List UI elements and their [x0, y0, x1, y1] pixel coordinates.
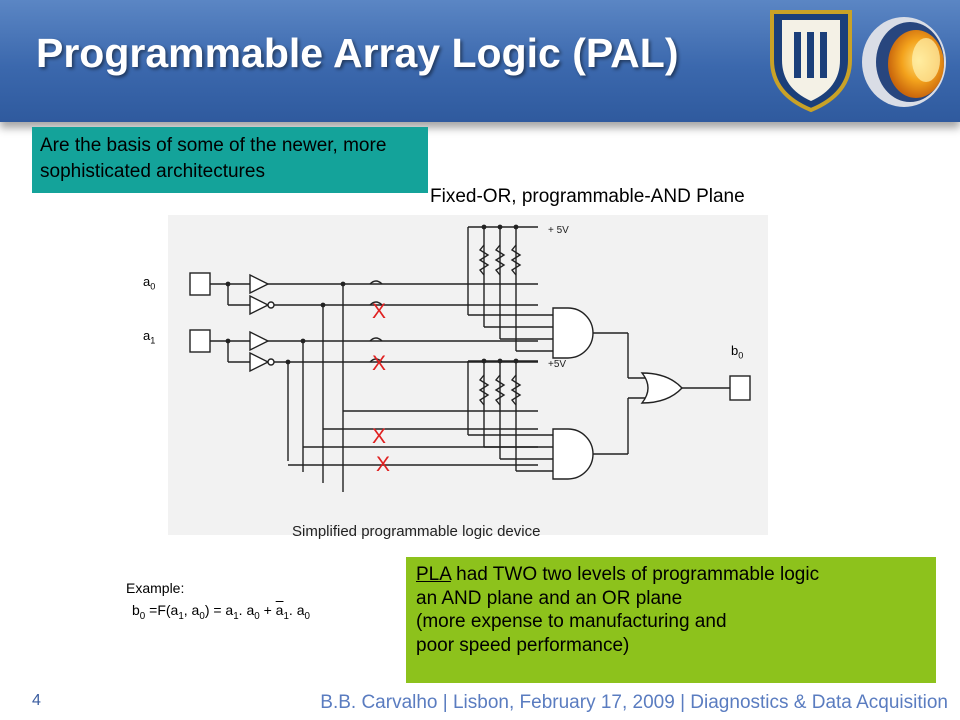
- pla-line-3: (more expense to manufacturing and: [416, 611, 727, 632]
- pla-word: PLA: [416, 564, 451, 585]
- pla-line-4: poor speed performance): [416, 634, 630, 656]
- pla-line-2: an AND plane and an OR plane: [416, 587, 683, 609]
- title-bar: Programmable Array Logic (PAL): [0, 0, 960, 122]
- footer-text: B.B. Carvalho | Lisbon, February 17, 200…: [320, 692, 948, 713]
- example-box: Example: b0 =F(a1, a0) = a1. a0 + a1. a0: [126, 577, 310, 628]
- slide-title: Programmable Array Logic (PAL): [36, 30, 679, 76]
- supply-bottom-label: +5V: [548, 359, 566, 370]
- example-label: Example:: [126, 580, 185, 596]
- input-label-a1: a1: [143, 328, 156, 346]
- output-label-b0: b0: [731, 343, 744, 361]
- input-label-a0: a0: [143, 274, 156, 292]
- diagram-caption: Fixed-OR, programmable-AND Plane: [430, 186, 745, 207]
- ist-logo-icon: [770, 10, 852, 113]
- teal-note-box: Are the basis of some of the newer, more…: [32, 127, 428, 193]
- fuse-mark: X: [372, 425, 386, 448]
- fuse-mark: X: [372, 300, 386, 323]
- pla-note-box: PLA had TWO two levels of programmable l…: [406, 557, 936, 683]
- institute-logo-icon: [862, 17, 946, 107]
- pla-line-1: had TWO two levels of programmable logic: [450, 564, 820, 585]
- pal-schematic: + 5V +5V X X X X Simplified programmable…: [168, 215, 768, 540]
- example-formula: b0 =F(a1, a0) = a1. a0 + a1. a0: [132, 602, 310, 622]
- schematic-title: Simplified programmable logic device: [292, 523, 540, 540]
- supply-top-label: + 5V: [548, 225, 569, 236]
- page-number: 4: [32, 692, 41, 709]
- fuse-mark: X: [376, 453, 390, 476]
- fuse-mark: X: [372, 352, 386, 375]
